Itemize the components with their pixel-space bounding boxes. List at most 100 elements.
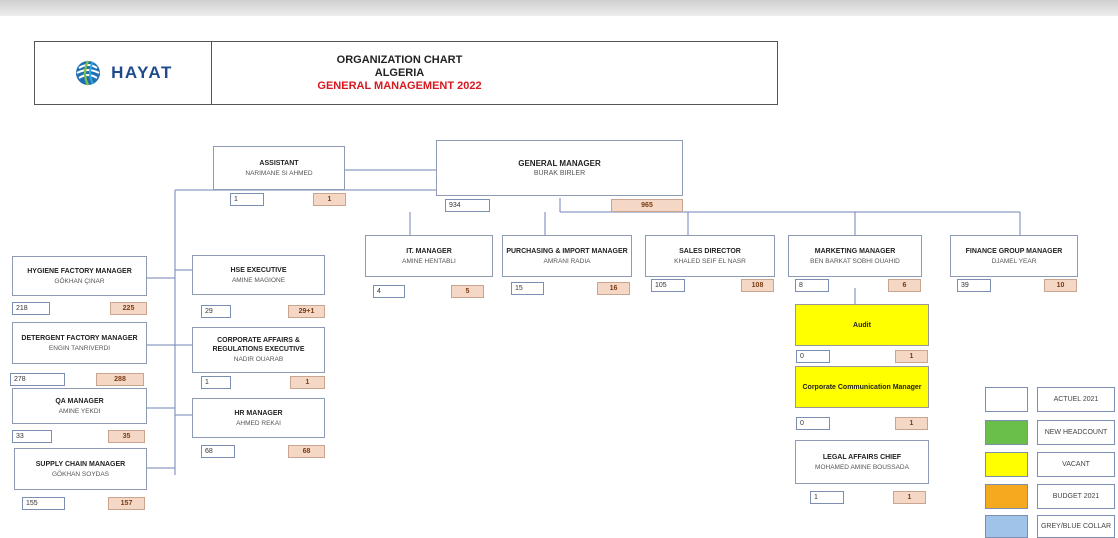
person-name: AMINE MAGIONE [231,276,286,284]
legend-swatch-budget [985,484,1028,509]
budget-count: 108 [741,279,774,292]
legend-label-vacant: VACANT [1037,452,1115,477]
actual-count: 1 [230,193,264,206]
title-block: ORGANIZATION CHART ALGERIA GENERAL MANAG… [212,42,777,104]
person-name: BURAK BIRLER [533,169,586,177]
top-gradient-bar [0,0,1118,16]
actual-count: 1 [810,491,844,504]
person-name: AMINE YEKDI [58,407,101,415]
role: HSE EXECUTIVE [230,266,287,274]
hygiene-factory-box: HYGIENE FACTORY MANAGER GÖKHAN ÇINAR [12,256,147,296]
role: SALES DIRECTOR [679,247,741,255]
actual-count: 218 [12,302,50,315]
person-name: ENGIN TANRIVERDI [48,344,111,352]
actual-count: 155 [22,497,65,510]
role: HR MANAGER [234,409,283,417]
legend-swatch-grey-blue-collar [985,515,1028,538]
budget-count: 1 [895,350,928,363]
role: CORPORATE AFFAIRS & REGULATIONS EXECUTIV… [212,337,305,353]
budget-count: 35 [108,430,145,443]
actual-count: 15 [511,282,544,295]
role: FINANCE GROUP MANAGER [965,247,1063,255]
hr-manager-box: HR MANAGER AHMED REKAI [192,398,325,438]
actual-count: 0 [796,417,830,430]
legend-swatch-vacant [985,452,1028,477]
actual-count: 33 [12,430,52,443]
qa-manager-box: QA MANAGER AMINE YEKDI [12,388,147,424]
purchasing-manager-box: PURCHASING & IMPORT MANAGER AMRANI RADIA [502,235,632,277]
finance-manager-box: FINANCE GROUP MANAGER DJAMEL YEAR [950,235,1078,277]
role: DETERGENT FACTORY MANAGER [21,334,138,342]
budget-count: 5 [451,285,484,298]
role: HYGIENE FACTORY MANAGER [27,267,132,275]
budget-count: 10 [1044,279,1077,292]
actual-count: 1 [201,376,231,389]
budget-count: 1 [313,193,346,206]
role: GENERAL MANAGER [518,158,601,168]
actual-count: 105 [651,279,685,292]
budget-count: 68 [288,445,325,458]
person-name: NARIMANE SI AHMED [245,169,313,177]
corporate-affairs-box: CORPORATE AFFAIRS & REGULATIONS EXECUTIV… [192,327,325,373]
person-name: NADIR OUARAB [233,356,284,363]
role: IT. MANAGER [406,247,452,255]
chart-header: HAYAT ORGANIZATION CHART ALGERIA GENERAL… [34,41,778,105]
legend-label-actual: ACTUEL 2021 [1037,387,1115,412]
actual-count: 8 [795,279,829,292]
person-name: AHMED REKAI [236,419,281,427]
hse-executive-box: HSE EXECUTIVE AMINE MAGIONE [192,255,325,295]
actual-count: 68 [201,445,235,458]
legend-label-grey-blue-collar: GREY/BLUE COLLAR [1037,515,1115,538]
supply-chain-box: SUPPLY CHAIN MANAGER GÖKHAN SOYDAS [14,448,147,490]
person-name: GÖKHAN ÇINAR [54,277,105,285]
actual-count: 278 [10,373,65,386]
assistant-box: ASSISTANT NARIMANE SI AHMED [213,146,345,190]
budget-count: 1 [290,376,325,389]
budget-count: 29+1 [288,305,325,318]
person-name: KHALED SEIF EL NASR [674,257,746,265]
legend-label-new-headcount: NEW HEADCOUNT [1037,420,1115,445]
person-name: DJAMEL YEAR [991,257,1037,265]
chart-country: ALGERIA [374,67,425,79]
actual-count: 934 [445,199,490,212]
detergent-factory-box: DETERGENT FACTORY MANAGER ENGIN TANRIVER… [12,322,147,364]
corporate-communication-box: Corporate Communication Manager [795,366,929,408]
budget-count: 288 [96,373,144,386]
audit-box: Audit [795,304,929,346]
role: Audit [853,321,871,329]
general-manager-box: GENERAL MANAGER BURAK BIRLER [436,140,683,196]
marketing-manager-box: MARKETING MANAGER BEN BARKAT SOBHI OUAHI… [788,235,922,277]
it-manager-box: IT. MANAGER AMINE HENTABLI [365,235,493,277]
actual-count: 29 [201,305,231,318]
person-name: GÖKHAN SOYDAS [51,470,110,478]
company-logo: HAYAT [35,42,212,104]
person-name: AMRANI RADIA [543,257,591,265]
actual-count: 4 [373,285,405,298]
brand-name: HAYAT [111,63,173,82]
chart-subtitle: GENERAL MANAGEMENT 2022 [317,80,482,92]
role: MARKETING MANAGER [814,247,896,255]
legend-swatch-actual [985,387,1028,412]
legend-label-budget: BUDGET 2021 [1037,484,1115,509]
person-name: BEN BARKAT SOBHI OUAHID [810,257,900,265]
actual-count: 0 [796,350,830,363]
role: ASSISTANT [259,159,299,167]
role: SUPPLY CHAIN MANAGER [35,460,126,468]
role: Corporate Communication Manager [802,383,922,391]
sales-director-box: SALES DIRECTOR KHALED SEIF EL NASR [645,235,775,277]
legend-swatch-new-headcount [985,420,1028,445]
role: QA MANAGER [55,397,104,405]
hayat-globe-icon [76,60,101,86]
legal-affairs-box: LEGAL AFFAIRS CHIEF MOHAMED AMINE BOUSSA… [795,440,929,484]
role: LEGAL AFFAIRS CHIEF [822,453,902,461]
budget-count: 965 [611,199,683,212]
budget-count: 16 [597,282,630,295]
budget-count: 225 [110,302,147,315]
budget-count: 6 [888,279,921,292]
chart-title: ORGANIZATION CHART [336,54,463,66]
budget-count: 1 [895,417,928,430]
role: PURCHASING & IMPORT MANAGER [506,247,628,255]
budget-count: 1 [893,491,926,504]
budget-count: 157 [108,497,145,510]
